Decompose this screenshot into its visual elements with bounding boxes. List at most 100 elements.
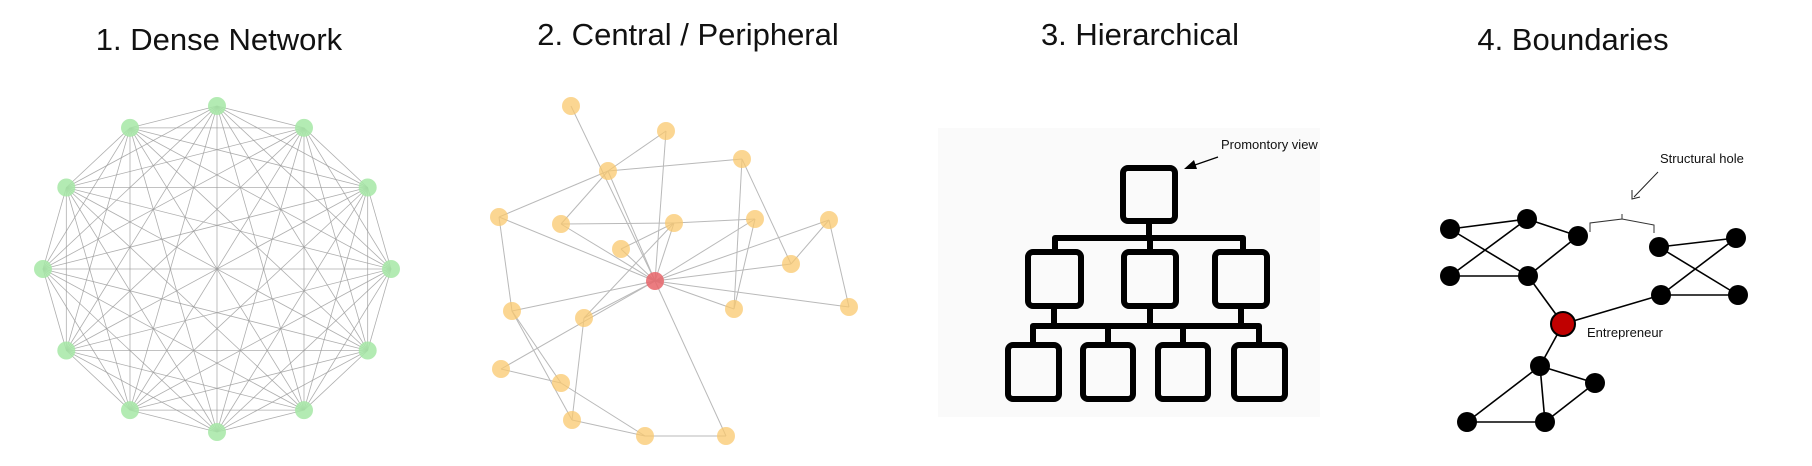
dense-network	[34, 97, 400, 441]
peripheral-node	[840, 298, 858, 316]
network-edge	[733, 218, 756, 310]
network-edge	[66, 187, 392, 270]
network-edge	[583, 222, 675, 319]
network-edge	[511, 280, 656, 312]
network-node	[57, 178, 76, 197]
network-node	[358, 341, 377, 360]
mid-box	[1121, 249, 1179, 309]
network-edge	[66, 350, 218, 433]
peripheral-node	[492, 360, 510, 378]
network-edge	[129, 409, 218, 433]
network-edge	[607, 158, 743, 172]
network-edge	[42, 127, 131, 270]
network-edge	[498, 216, 513, 312]
panel-1-title: 1. Dense Network	[96, 22, 343, 57]
network-edge	[790, 219, 830, 265]
arrowhead-icon	[1184, 160, 1197, 169]
peripheral-node	[820, 211, 838, 229]
network-edge	[654, 222, 675, 282]
network-edge	[1658, 246, 1739, 296]
peripheral-node	[717, 427, 735, 445]
network-edge	[1449, 218, 1528, 277]
peripheral-node	[490, 208, 508, 226]
network-node	[208, 97, 226, 115]
network-node	[1726, 228, 1746, 248]
central-node	[646, 272, 664, 290]
network-edge	[828, 219, 850, 308]
network-node	[295, 401, 313, 420]
promontory-view-label: Promontory view	[1221, 137, 1318, 152]
network-edge	[1562, 294, 1662, 325]
hierarchy-background	[938, 128, 1320, 417]
panel-2-title: 2. Central / Peripheral	[537, 17, 839, 52]
network-node	[57, 341, 76, 360]
top-box	[1120, 165, 1178, 224]
bottom-box	[1231, 342, 1288, 402]
network-edge	[654, 280, 727, 437]
network-edge	[1660, 237, 1737, 296]
network-edge	[129, 127, 305, 411]
network-node	[121, 118, 139, 137]
network-edge	[620, 222, 675, 250]
network-node	[295, 118, 313, 137]
peripheral-node	[725, 300, 743, 318]
network-edge	[741, 158, 792, 265]
network-edge	[129, 127, 368, 188]
arrowhead-icon	[1631, 190, 1641, 200]
network-edge	[560, 170, 609, 225]
boundaries-network: Structural hole Entrepreneur	[1440, 151, 1748, 432]
network-edge	[42, 187, 368, 270]
network-edge	[560, 222, 675, 225]
network-edge	[560, 223, 656, 282]
network-node	[121, 401, 139, 420]
network-edge	[42, 268, 67, 351]
network-edge	[42, 268, 368, 351]
network-node	[1649, 237, 1669, 257]
network-edge	[654, 280, 735, 310]
arrow-icon	[1191, 156, 1219, 167]
network-edge	[560, 382, 646, 437]
network-edge	[607, 130, 667, 172]
hierarchy-chart: Promontory view	[938, 128, 1320, 417]
network-edge	[66, 127, 305, 351]
panel-3-title: 3. Hierarchical	[1041, 17, 1239, 52]
network-edge	[654, 218, 756, 282]
network-edge	[511, 310, 573, 421]
network-edge	[367, 187, 392, 270]
arrow-icon	[1633, 171, 1659, 198]
central-peripheral-network	[490, 97, 858, 445]
entrepreneur-label: Entrepreneur	[1587, 325, 1664, 340]
network-edge	[654, 219, 830, 282]
network-edge	[571, 317, 585, 421]
network-node	[1585, 373, 1605, 393]
network-node	[358, 178, 377, 197]
peripheral-node	[636, 427, 654, 445]
peripheral-node	[552, 215, 570, 233]
peripheral-node	[782, 255, 800, 273]
network-edge	[570, 105, 656, 282]
network-edge	[498, 170, 609, 218]
network-edge	[607, 170, 656, 282]
peripheral-node	[733, 150, 751, 168]
network-edge	[42, 187, 67, 270]
panel-4-title: 4. Boundaries	[1477, 22, 1668, 57]
network-edge	[500, 280, 656, 370]
network-edge	[673, 218, 756, 224]
network-node	[1530, 356, 1550, 376]
network-edge	[367, 268, 392, 351]
peripheral-node	[552, 374, 570, 392]
network-node	[1440, 219, 1460, 239]
peripheral-node	[563, 411, 581, 429]
network-edge	[654, 130, 667, 282]
network-edge	[65, 187, 218, 433]
entrepreneur-node	[1550, 311, 1576, 337]
peripheral-node	[575, 309, 593, 327]
peripheral-node	[562, 97, 580, 115]
network-node	[382, 260, 400, 278]
network-edge	[66, 350, 131, 411]
network-edge	[129, 105, 218, 411]
network-edge	[129, 127, 368, 351]
structural-hole-bracket	[1589, 214, 1655, 233]
network-edge	[1466, 365, 1541, 423]
